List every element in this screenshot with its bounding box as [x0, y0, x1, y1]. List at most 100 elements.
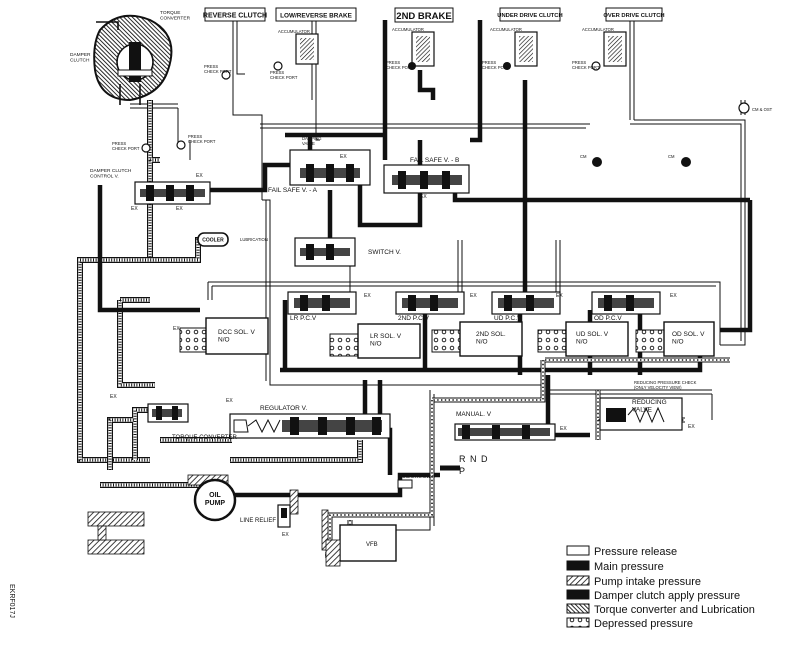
vfb-label: VFB: [366, 542, 378, 548]
line-relief-label: LINE RELIEF: [240, 518, 276, 524]
fail-safe-a-label: FAIL SAFE V. - A: [268, 187, 318, 194]
2nd-solenoid: 2ND SOL.N/O: [431, 321, 523, 357]
ex-label: EX: [282, 532, 289, 538]
legend-item-tc: Torque converter and Lubrication: [566, 603, 755, 616]
cooler-label: COOLER: [202, 238, 224, 244]
check-port-icon: [141, 143, 151, 153]
range-p: P: [459, 466, 465, 476]
ex-label: EX: [420, 194, 427, 200]
ex-label: EX: [556, 293, 563, 299]
2nd-pcv: 2ND P.C.V: [395, 291, 465, 322]
accumulators: ACCUMULATOR ACCUMULATOR ACCUMULATOR ACCU…: [278, 27, 627, 67]
legend-item-main: Main pressure: [566, 560, 664, 573]
legend-swatch: [566, 560, 590, 571]
header-underdrive-clutch-text: UNDER DRIVE CLUTCH: [497, 13, 562, 19]
od-pcv-label: OD P.C.V: [594, 315, 622, 322]
legend-swatch: [566, 603, 590, 614]
od-pcv: OD P.C.V: [591, 291, 661, 322]
torque-converter-valve: TORQUE CONVERTER: [147, 403, 237, 441]
figure-code: EKRF017J: [8, 584, 15, 618]
legend-item-intake: Pump intake pressure: [566, 575, 701, 588]
check-port-icon: [591, 61, 601, 71]
check-port-icon: [221, 70, 231, 80]
vfb-filter: VFB: [325, 524, 397, 567]
ex-label: EX: [176, 206, 183, 212]
exhaust-labels: EX EX EX EX EX EX EX EX EX EX EX EX EX E…: [110, 154, 695, 538]
cm-label: CM: [668, 154, 675, 159]
accumulator-underdrive: ACCUMULATOR: [490, 27, 538, 67]
accumulator-label: ACCUMULATOR: [392, 27, 424, 32]
ex-label: EX: [688, 424, 695, 430]
switch-valve-label: SWITCH V.: [368, 249, 401, 256]
header-underdrive-clutch: UNDER DRIVE CLUTCH: [497, 7, 563, 22]
legend-swatch: [566, 617, 590, 628]
check-port-icon: [176, 140, 186, 150]
header-low-reverse-brake-text: LOW/REVERSE BRAKE: [280, 13, 352, 20]
2nd-sol-label: 2ND SOL.N/O: [476, 331, 506, 345]
accumulator-label: ACCUMULATOR: [278, 29, 310, 34]
check-port-icon: [503, 62, 511, 70]
lubrication-label: LUBRICATION: [240, 237, 268, 242]
legend-item-damper: Damper clutch apply pressure: [566, 589, 740, 602]
ud-pcv: UD P.C.V: [491, 291, 561, 322]
ex-label: EX: [560, 426, 567, 432]
legend-label: Pump intake pressure: [594, 576, 701, 588]
lr-pcv: LR P.C.V: [287, 291, 357, 322]
header-low-reverse-brake: LOW/REVERSE BRAKE: [275, 7, 357, 22]
legend-item-release: Pressure release: [566, 545, 677, 558]
ex-label: EX: [196, 173, 203, 179]
cm-ost: CM & OST CM CM: [580, 102, 773, 167]
oil-strainer: OIL STRAINER: [397, 474, 436, 489]
torque-converter-lines: [77, 100, 363, 488]
ex-label: EX: [173, 326, 180, 332]
accumulator-label: ACCUMULATOR: [490, 27, 522, 32]
header-reverse-clutch-text: REVERSE CLUTCH: [203, 13, 267, 20]
legend-label: Main pressure: [594, 561, 664, 573]
regulator-label: REGULATOR V.: [260, 405, 307, 412]
fail-safe-b-label: FAIL SAFE V. - B: [410, 157, 459, 164]
switch-valve: SWITCH V.: [294, 237, 401, 267]
legend-swatch: [566, 545, 590, 556]
legend-swatch: [566, 575, 590, 586]
cooler: COOLER LUBRICATION: [197, 232, 268, 247]
clutch-headers: REVERSE CLUTCH LOW/REVERSE BRAKE 2ND BRA…: [203, 7, 665, 23]
accumulator-2nd: ACCUMULATOR: [392, 27, 435, 67]
fail-safe-valve-b: FAIL SAFE V. - B: [383, 157, 470, 194]
ex-label: EX: [226, 398, 233, 404]
legend-label: Pressure release: [594, 546, 677, 558]
legend-label: Damper clutch apply pressure: [594, 590, 740, 602]
manual-valve: MANUAL. V R N D P: [454, 411, 556, 476]
check-port-icon: [273, 61, 283, 71]
line-relief: LINE RELIEF: [240, 504, 291, 528]
torque-converter-low-label: TORQUE CONVERTER: [172, 435, 237, 441]
legend-label: Torque converter and Lubrication: [594, 604, 755, 616]
ex-label: EX: [340, 154, 347, 160]
accumulator-low-reverse: ACCUMULATOR: [278, 29, 319, 65]
ex-label: EX: [470, 293, 477, 299]
manual-valve-label: MANUAL. V: [456, 411, 492, 418]
release-lines: [130, 21, 746, 531]
ex-label: EX: [131, 206, 138, 212]
